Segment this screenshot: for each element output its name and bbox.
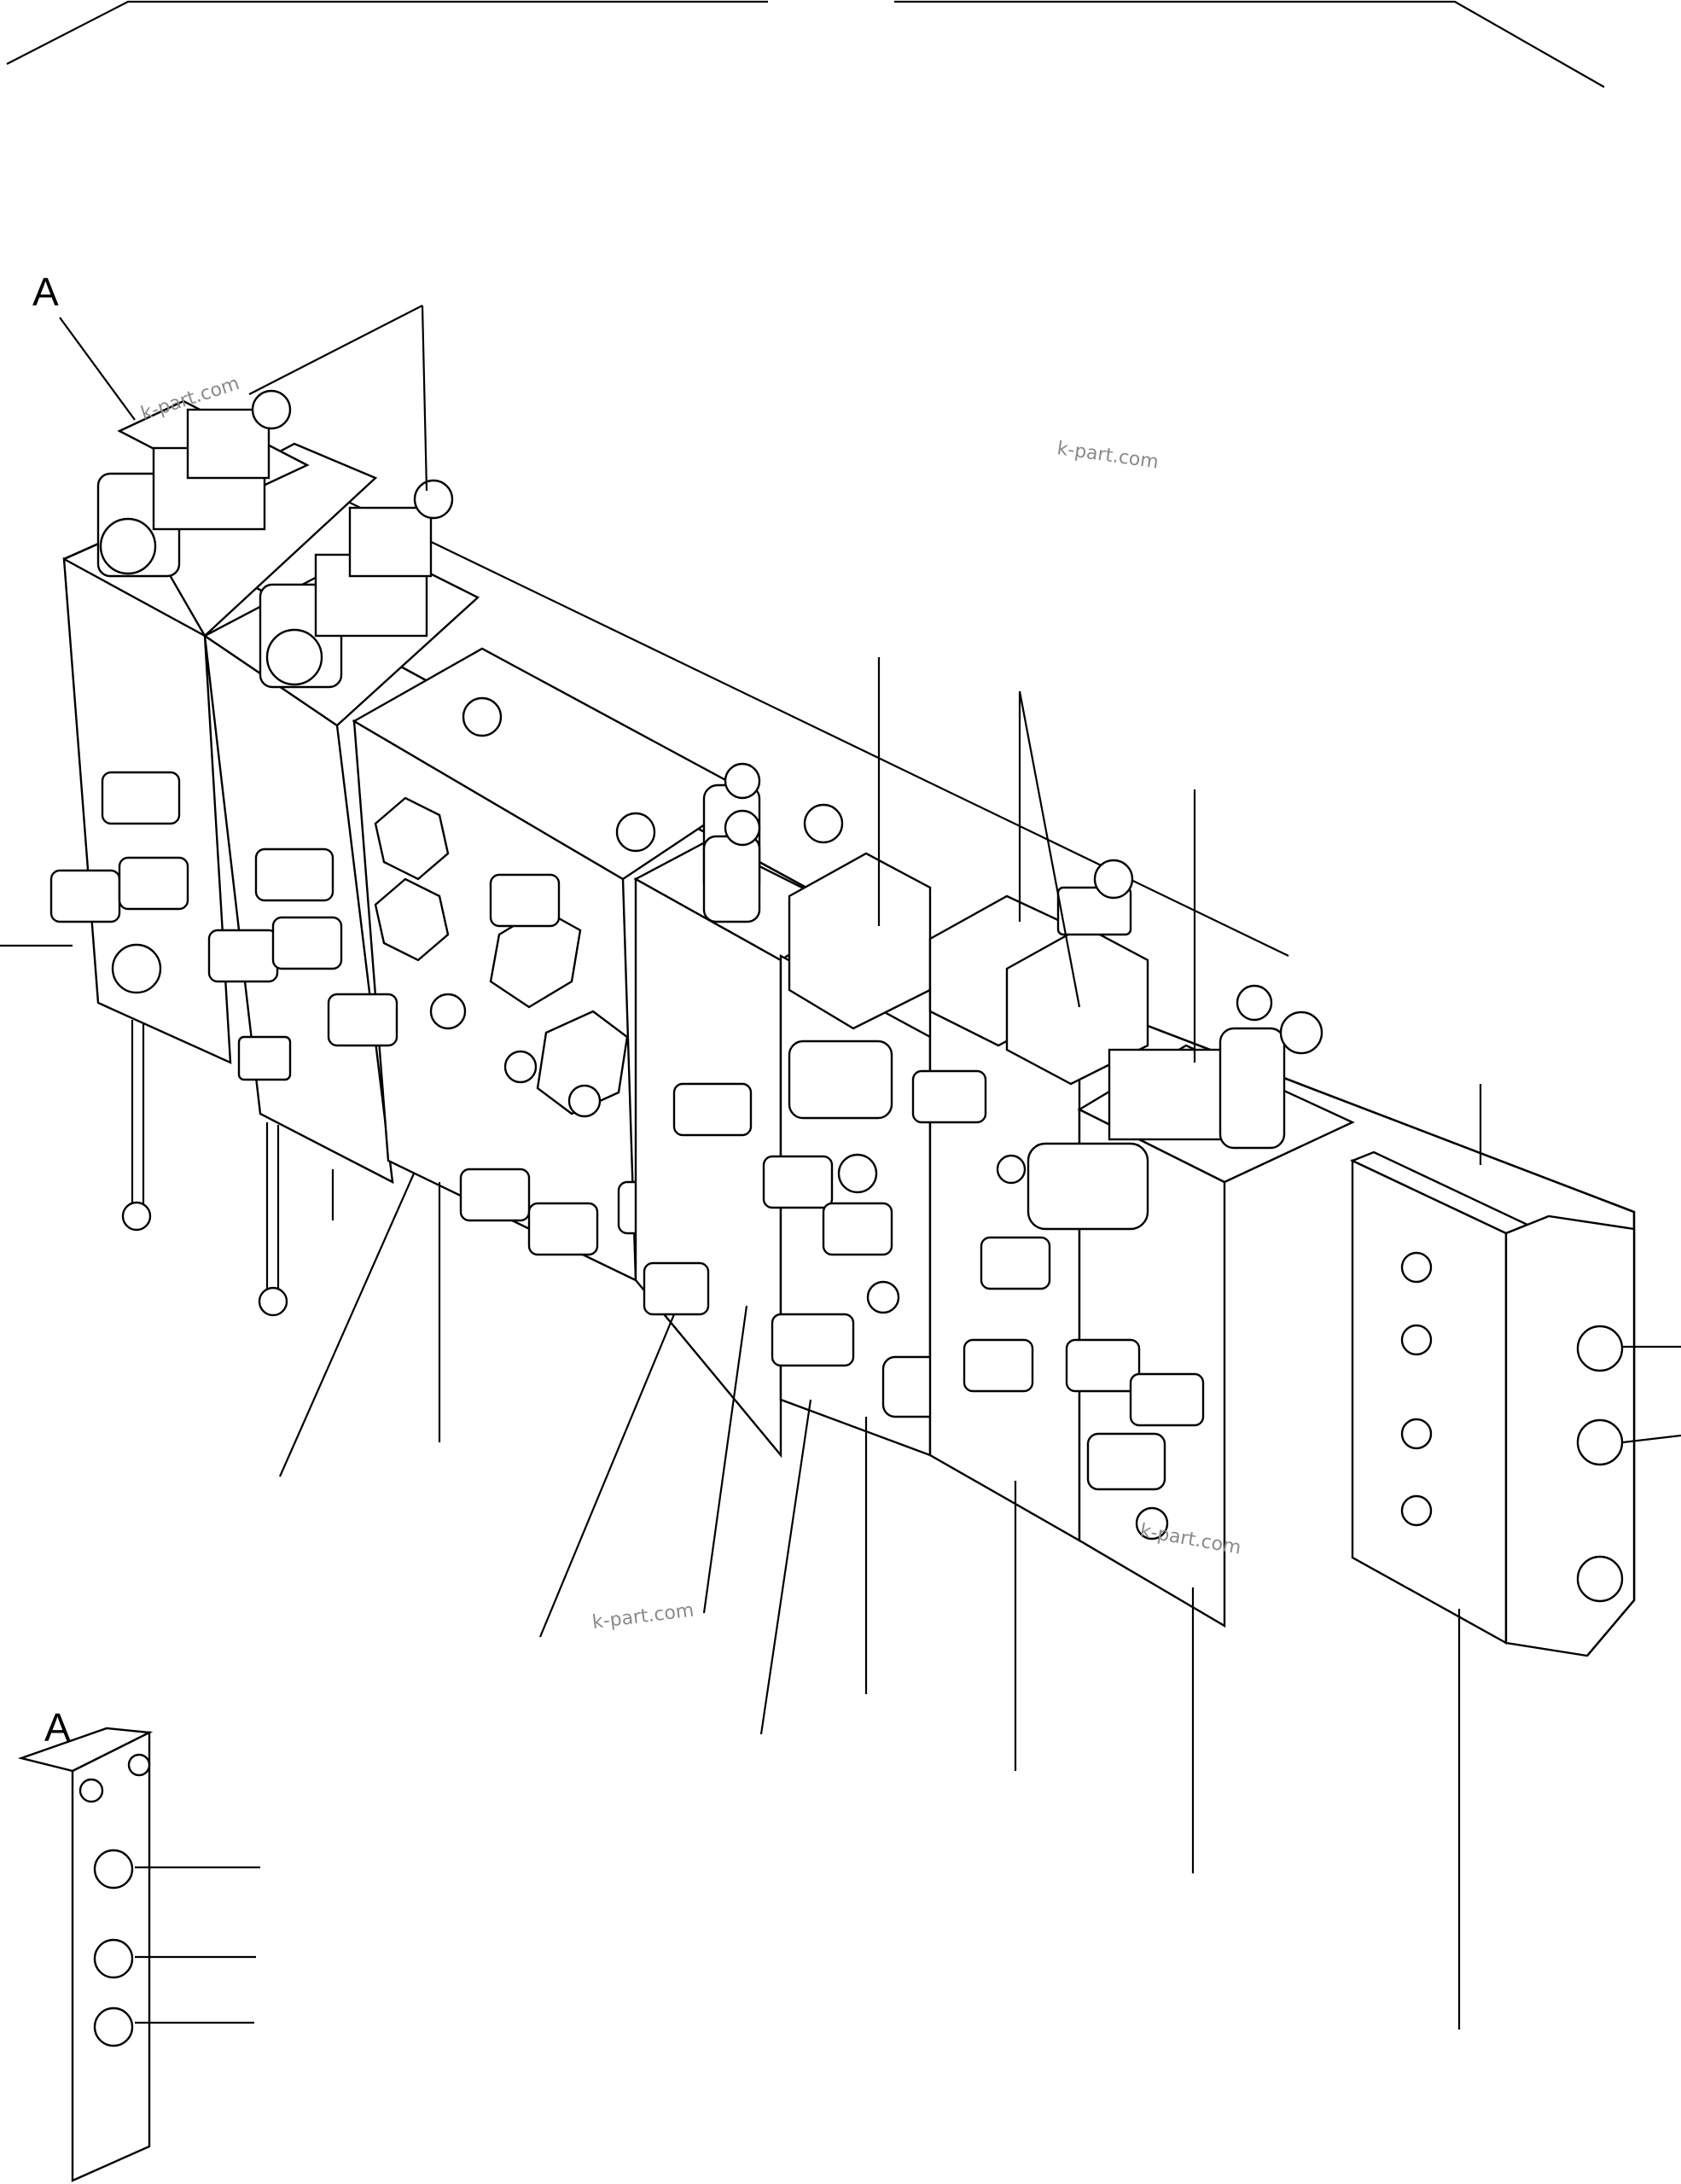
view-label-detail: A [44, 1705, 71, 1750]
section-6 [911, 859, 1149, 1543]
detail-view-a [17, 1727, 260, 2182]
section-3 [327, 647, 753, 1282]
section-1 [49, 389, 378, 1232]
section-4 [633, 762, 856, 1459]
watermark-3: k-part.com [591, 1600, 695, 1634]
frame-lines [6, 0, 1605, 88]
leader-lines [0, 305, 1681, 2030]
end-plates [1349, 1150, 1636, 1657]
watermark-2: k-part.com [1056, 438, 1160, 473]
valve-bank [49, 389, 1636, 1657]
view-label-main: A [32, 270, 59, 314]
section-7 [1027, 984, 1355, 1628]
section-5 [762, 803, 970, 1457]
